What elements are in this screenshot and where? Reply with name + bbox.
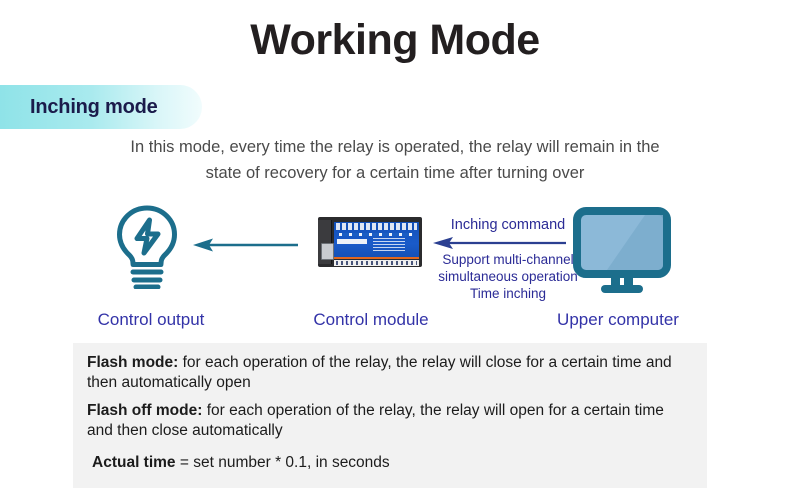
mode-info-panel: Flash mode: for each operation of the re… bbox=[73, 343, 707, 488]
module-printed-text bbox=[373, 238, 405, 251]
module-db9-connector bbox=[321, 243, 334, 260]
module-terminal-block bbox=[336, 223, 417, 230]
info-term-flash-mode: Flash mode: bbox=[87, 354, 179, 371]
command-feature-line-3: Time inching bbox=[469, 286, 547, 302]
inching-command-features: Support multi-channel simultaneous opera… bbox=[412, 251, 604, 302]
info-text-flash-mode: for each operation of the relay, the rel… bbox=[87, 354, 672, 392]
info-term-flash-off-mode: Flash off mode: bbox=[87, 401, 203, 419]
module-orange-stripe bbox=[334, 257, 419, 259]
mode-description: In this mode, every time the relay is op… bbox=[130, 138, 660, 182]
info-text-actual-time: = set number * 0.1, in seconds bbox=[175, 453, 390, 471]
node-label-control-output: Control output bbox=[97, 310, 205, 329]
lightbulb-icon bbox=[113, 203, 181, 294]
module-name-label bbox=[337, 239, 367, 244]
info-row-actual-time: Actual time = set number * 0.1, in secon… bbox=[87, 453, 693, 473]
module-led-row bbox=[339, 233, 413, 236]
info-row-flash-off-mode: Flash off mode: for each operation of th… bbox=[87, 401, 693, 442]
node-label-upper-computer: Upper computer bbox=[557, 310, 679, 329]
relay-module-image bbox=[318, 217, 422, 267]
mode-badge: Inching mode bbox=[0, 85, 202, 129]
arrow-inching-command-icon bbox=[433, 235, 566, 256]
info-row-flash-mode: Flash mode: for each operation of the re… bbox=[87, 353, 693, 394]
inching-command-label: Inching command bbox=[450, 217, 566, 233]
arrow-to-control-output-icon bbox=[193, 237, 298, 258]
monitor-icon bbox=[573, 207, 671, 300]
node-label-control-module: Control module bbox=[313, 310, 429, 329]
working-mode-diagram: Inching command Support multi-channel si… bbox=[0, 195, 790, 340]
info-text-flash-off-mode: for each operation of the relay, the rel… bbox=[87, 401, 664, 440]
command-feature-line-1: Support multi-channel bbox=[442, 252, 574, 267]
mode-badge-label: Inching mode bbox=[30, 95, 158, 118]
info-term-actual-time: Actual time bbox=[92, 453, 176, 471]
command-feature-line-2: simultaneous operation bbox=[438, 269, 578, 285]
module-bottom-terminals bbox=[334, 260, 419, 266]
page-title: Working Mode bbox=[250, 16, 540, 64]
